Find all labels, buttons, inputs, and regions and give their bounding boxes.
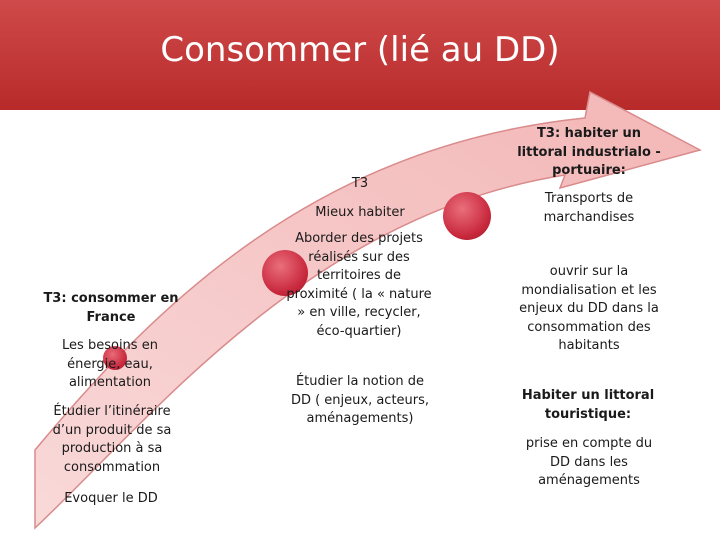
col1-heading: T3: consommer en France xyxy=(43,291,179,325)
col3-paragraph-1: Transports de marchandises xyxy=(543,191,635,225)
col2-paragraph-2: Étudier la notion de DD ( enjeux, acteur… xyxy=(290,374,430,426)
col1-paragraph-2: Étudier l’itinéraire d’un produit de sa … xyxy=(52,404,172,475)
col3-heading-1: T3: habiter un littoral industrialo -por… xyxy=(517,126,661,178)
col1-paragraph-3: Evoquer le DD xyxy=(64,491,158,506)
milestone-ball-1 xyxy=(103,346,127,370)
milestone-ball-2 xyxy=(262,250,308,296)
col2-heading-2: Mieux habiter xyxy=(315,205,405,220)
col2-heading-1: T3 xyxy=(351,176,369,191)
arrow-body xyxy=(34,90,703,530)
col2-paragraph-1: Aborder des projets réalisés sur des ter… xyxy=(286,231,432,339)
title-banner xyxy=(0,0,720,110)
col3-heading-2: Habiter un littoral touristique: xyxy=(521,388,655,422)
col3-paragraph-3: prise en compte du DD dans les aménageme… xyxy=(525,436,653,488)
col3-paragraph-2: ouvrir sur la mondialisation et les enje… xyxy=(519,264,659,353)
slide-title: Consommer (lié au DD) xyxy=(160,30,560,70)
milestone-ball-3 xyxy=(443,192,491,240)
col1-paragraph-1: Les besoins en énergie, eau, alimentatio… xyxy=(62,338,158,390)
